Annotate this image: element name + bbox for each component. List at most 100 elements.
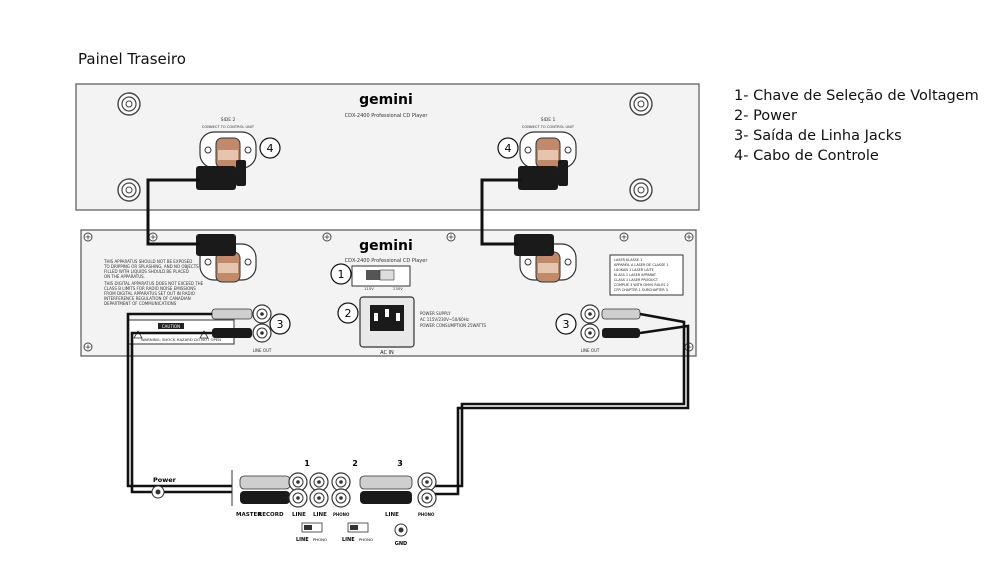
svg-text:4: 4 [505,142,512,155]
svg-text:ON THE APPARATUS.: ON THE APPARATUS. [104,274,145,279]
page-title: Painel Traseiro [78,50,186,68]
voltage-selector-switch: 115V 230V [351,265,411,291]
svg-text:4: 4 [267,142,274,155]
digital-apparatus-text: THIS DIGITAL APPARATUS DOES NOT EXCEED T… [103,281,204,306]
control-connector-side1 [518,131,577,190]
top-panel-screw [117,92,141,116]
top-panel-screw [629,178,653,202]
laser-class-label: LASER KLASSE 1 APPAREIL A LASER DE CLASS… [609,254,684,296]
bottom-panel: gemini CDX-2400 Professional CD Player T… [80,229,697,357]
svg-text:PHONO: PHONO [359,537,373,542]
svg-text:LASER KLASSE 1: LASER KLASSE 1 [614,258,642,262]
callout-3-right: 3 [555,313,577,335]
audio-cable-left-top [126,312,232,488]
svg-text:APPAREIL A LASER DE CLASSE 1: APPAREIL A LASER DE CLASSE 1 [614,263,669,267]
svg-text:RECORD: RECORD [258,512,284,518]
phono-line-switch-1: LINE PHONO [296,522,327,543]
line-out-jacks-right: LINE OUT [580,304,641,353]
bottom-brand-logo: gemini [359,238,413,254]
control-connector-side2 [196,131,257,190]
callout-3-left: 3 [269,313,291,335]
audio-cable-right-top [420,312,686,488]
top-panel-screw [629,92,653,116]
mixer-input-panel: Power 1 2 3 MASTER RECORD LINE LINE PHON [151,459,437,547]
svg-text:LINE OUT: LINE OUT [253,348,272,353]
svg-text:POWER SUPPLY: POWER SUPPLY [420,311,451,316]
legend: 1- Chave de Seleção de Voltagem 2- Power… [734,86,979,166]
svg-text:FILLED WITH LIQUIDS SHOULD BE: FILLED WITH LIQUIDS SHOULD BE PLACED [104,269,189,274]
control-cable-left [146,178,200,246]
ac-in-label: AC IN [380,350,394,356]
power-supply-text: POWER SUPPLY AC 115V/230V~50/60Hz POWER … [420,311,486,328]
top-side1-label: SIDE 1 [541,117,556,123]
legend-item-power: 2- Power [734,108,797,124]
svg-text:THIS APPARATUS SHOULD NOT BE E: THIS APPARATUS SHOULD NOT BE EXPOSED [103,259,192,264]
top-panel-screw [117,178,141,202]
svg-text:CLASS B LIMITS FOR RADIO NOISE: CLASS B LIMITS FOR RADIO NOISE EMISSIONS [104,286,196,291]
ac-inlet: AC IN [359,296,415,356]
top-panel: gemini CDX-2400 Professional CD Player S… [75,83,700,211]
svg-text:3: 3 [277,318,284,331]
svg-text:AC 115V/230V~50/60Hz: AC 115V/230V~50/60Hz [420,317,469,322]
top-model-label: CDX-2400 Professional CD Player [345,113,429,119]
ground-terminal: GND [394,523,408,547]
svg-text:LINE OUT: LINE OUT [581,348,600,353]
svg-text:3: 3 [563,318,570,331]
svg-text:LINE: LINE [296,537,309,543]
legend-item-voltage: 1- Chave de Seleção de Voltagem [734,88,979,104]
svg-text:INTERFERENCE REGULATION OF CAN: INTERFERENCE REGULATION OF CANADIAN [104,296,191,301]
control-connector-left [196,234,257,283]
svg-text:WARNING: SHOCK HAZARD DO NOT O: WARNING: SHOCK HAZARD DO NOT OPEN [141,337,221,342]
svg-text:TO DRIPPING OR SPLASHING, AND: TO DRIPPING OR SPLASHING, AND NO OBJECTS [103,264,199,269]
svg-text:COMPLIE 3 WITH DHHS RULES 2: COMPLIE 3 WITH DHHS RULES 2 [614,283,669,287]
top-side2-label: SIDE 2 [221,117,236,123]
control-cables [146,178,522,246]
svg-text:LINE: LINE [313,512,327,518]
svg-text:CFR CHAPTER 1 SUBCHAPTER 3: CFR CHAPTER 1 SUBCHAPTER 3 [614,288,668,292]
audio-cable-left-bottom [130,331,232,494]
svg-text:LINE: LINE [292,512,306,518]
callout-4-right: 4 [497,137,519,159]
svg-text:2: 2 [345,307,352,320]
audio-cable-right-bottom [420,324,690,496]
audio-cables [126,312,690,496]
callout-1-voltage: 1 [330,263,352,285]
legend-item-control-cable: 4- Cabo de Controle [734,148,879,164]
svg-text:PHONO: PHONO [333,512,350,517]
svg-text:LUOKAN 1 LASER LAITE: LUOKAN 1 LASER LAITE [614,268,654,272]
mixer-power-label: Power [153,476,177,484]
svg-text:THIS DIGITAL APPARATUS DOES NO: THIS DIGITAL APPARATUS DOES NOT EXCEED T… [103,281,204,286]
control-cable-right [480,178,522,246]
top-brand-logo: gemini [359,92,413,108]
callout-2-power: 2 [337,302,359,324]
svg-text:CAUTION: CAUTION [162,324,180,329]
svg-text:115V: 115V [364,286,374,291]
svg-text:FROM DIGITAL APPARATUS SET OUT: FROM DIGITAL APPARATUS SET OUT IN RADIO [104,291,195,296]
exposure-warning-text: THIS APPARATUS SHOULD NOT BE EXPOSED TO … [103,259,199,279]
svg-text:GND: GND [395,541,407,547]
top-side2-connect-label: CONNECT TO CONTROL UNIT [202,125,255,129]
control-connector-right [514,234,577,283]
svg-text:3: 3 [397,459,403,468]
svg-text:2: 2 [352,459,358,468]
svg-text:KLASS 1 LASER APPARAT: KLASS 1 LASER APPARAT [614,273,657,277]
svg-text:PHONO: PHONO [313,537,327,542]
svg-text:CLASS 1 LASER PRODUCT: CLASS 1 LASER PRODUCT [614,278,659,282]
callout-4-left: 4 [259,137,281,159]
phono-line-switch-2: LINE PHONO [342,522,373,543]
legend-item-line-jacks: 3- Saída de Linha Jacks [734,128,902,144]
svg-text:1: 1 [304,459,310,468]
svg-text:POWER CONSUMPTION 25WATTS: POWER CONSUMPTION 25WATTS [420,323,486,328]
svg-text:230V: 230V [393,286,403,291]
svg-text:1: 1 [338,268,345,281]
svg-text:LINE: LINE [342,537,355,543]
svg-text:DEPARTMENT OF COMMUNICATIONS: DEPARTMENT OF COMMUNICATIONS [104,301,177,306]
svg-text:PHONO: PHONO [418,512,435,517]
svg-text:LINE: LINE [385,512,399,518]
bottom-model-label: CDX-2400 Professional CD Player [345,258,429,264]
top-side1-connect-label: CONNECT TO CONTROL UNIT [522,125,575,129]
svg-text:MASTER: MASTER [236,512,262,518]
line-out-jacks-left: LINE OUT [211,304,272,353]
